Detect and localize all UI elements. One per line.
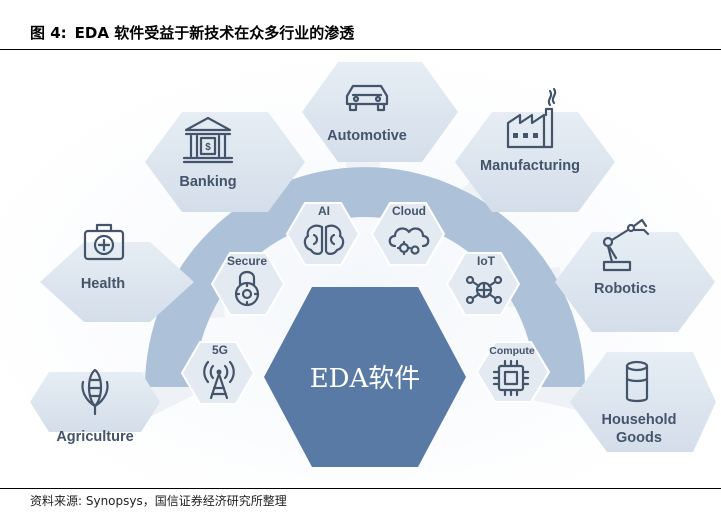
network-nodes-icon xyxy=(465,275,503,305)
bottom-rule xyxy=(0,488,721,489)
tech-arc xyxy=(145,167,585,387)
cloud-label: Cloud xyxy=(392,204,426,218)
chip-icon xyxy=(492,359,530,397)
figure-title-text: EDA 软件受益于新技术在众多行业的渗透 xyxy=(74,24,355,42)
iot-label: IoT xyxy=(477,254,496,268)
ai-label: AI xyxy=(318,204,330,218)
robot-arm-icon xyxy=(602,218,650,272)
automotive-label: Automotive xyxy=(327,128,407,144)
compute-label: Compute xyxy=(489,345,535,357)
center-label: EDA软件 xyxy=(310,364,421,394)
health-label: Health xyxy=(81,276,125,292)
hex-household xyxy=(570,352,716,452)
brain-icon xyxy=(303,224,345,255)
eda-diagram: EDA软件 Agriculture Health $ Banking Autom… xyxy=(0,52,721,484)
robotics-label: Robotics xyxy=(594,281,656,297)
hex-manufacturing xyxy=(455,112,615,212)
banking-label: Banking xyxy=(179,174,236,190)
factory-icon xyxy=(506,87,557,149)
figure-number: 图 4: xyxy=(30,24,67,42)
cell-tower-icon xyxy=(203,360,235,400)
center-hex xyxy=(264,287,466,467)
secure-label: Secure xyxy=(227,254,267,268)
svg-text:$: $ xyxy=(205,142,211,153)
hex-cloud xyxy=(370,202,446,266)
hex-agriculture xyxy=(30,372,160,432)
5g-label: 5G xyxy=(212,343,228,357)
car-icon xyxy=(345,84,389,112)
top-rule xyxy=(0,49,721,50)
hex-robotics xyxy=(555,232,715,332)
cloud-gears-icon xyxy=(388,227,430,256)
bank-icon: $ xyxy=(182,116,234,164)
smart-speaker-icon xyxy=(625,360,649,403)
hex-health xyxy=(40,242,194,322)
medical-kit-icon xyxy=(83,223,125,261)
hex-automotive xyxy=(302,62,458,162)
corn-icon xyxy=(81,368,109,416)
household-label-line2: Goods xyxy=(616,430,662,446)
manufacturing-label: Manufacturing xyxy=(480,158,580,174)
source-note: 资料来源: Synopsys，国信证券经济研究所整理 xyxy=(30,494,287,508)
padlock-icon xyxy=(234,270,260,307)
household-label-line1: Household xyxy=(602,412,677,428)
agriculture-label: Agriculture xyxy=(56,429,133,445)
figure-title: 图 4: EDA 软件受益于新技术在众多行业的渗透 xyxy=(30,22,354,43)
